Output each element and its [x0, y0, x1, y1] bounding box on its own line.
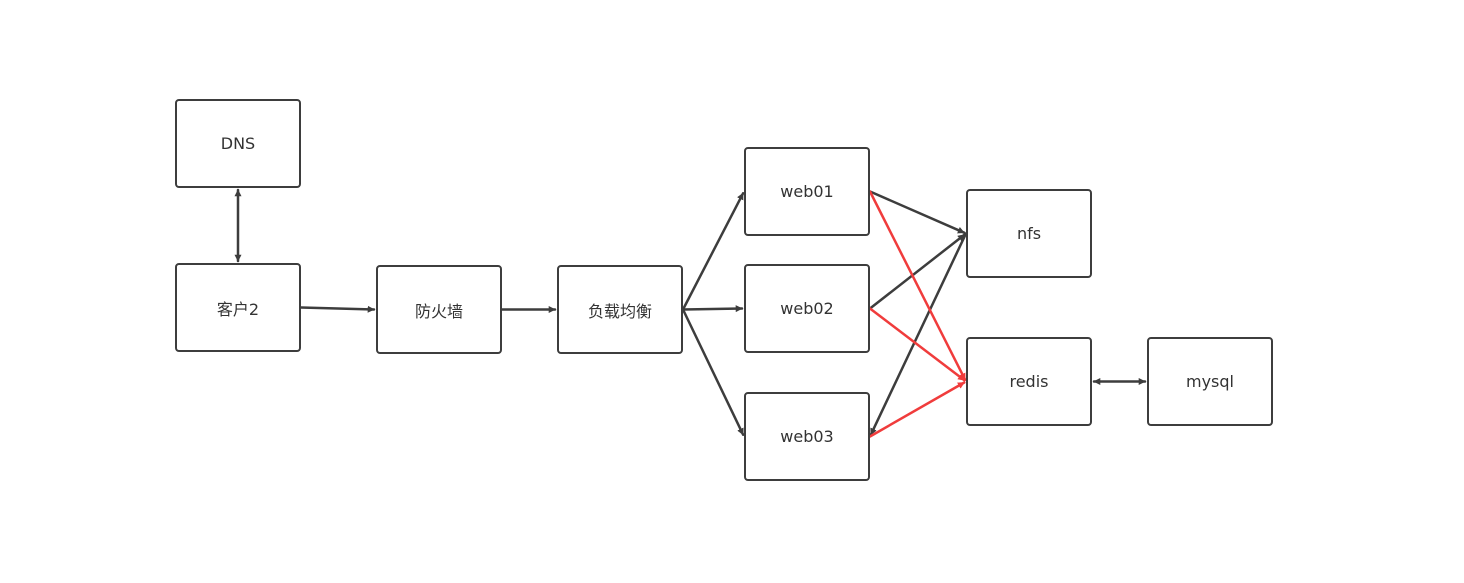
edge-load-balancer-to-web03 [681, 308, 745, 436]
web02-node[interactable]: web02 [744, 264, 870, 353]
edge-web02-to-redis [868, 307, 966, 382]
edge-nfs-to-web03 [869, 232, 968, 436]
nfs-node[interactable]: nfs [966, 189, 1092, 278]
web03-node-label: web03 [780, 427, 834, 446]
edge-client-to-firewall [299, 305, 376, 313]
web01-node[interactable]: web01 [744, 147, 870, 236]
dns-node-label: DNS [220, 134, 256, 153]
redis-node-label: redis [1009, 372, 1049, 391]
edge-load-balancer-to-web02 [681, 305, 744, 313]
firewall-node[interactable]: 防火墙 [376, 265, 502, 354]
load-balancer-node-label: 负载均衡 [587, 301, 652, 321]
edge-load-balancer-to-web01 [681, 192, 745, 311]
edge-web03-to-redis [868, 381, 966, 438]
mysql-node[interactable]: mysql [1147, 337, 1273, 426]
web03-node[interactable]: web03 [744, 392, 870, 481]
dns-node[interactable]: DNS [175, 99, 301, 188]
web02-node-label: web02 [780, 299, 834, 318]
firewall-node-label: 防火墙 [414, 301, 463, 321]
mysql-node-label: mysql [1186, 372, 1234, 391]
edge-web01-to-nfs [868, 190, 966, 234]
redis-node[interactable]: redis [966, 337, 1092, 426]
web01-node-label: web01 [780, 182, 834, 201]
client-node-label: 客户2 [216, 299, 260, 319]
edge-web01-to-redis [868, 190, 967, 381]
client-node[interactable]: 客户2 [175, 263, 301, 352]
edge-web02-to-nfs [868, 233, 966, 310]
load-balancer-node[interactable]: 负载均衡 [557, 265, 683, 354]
nfs-node-label: nfs [1016, 224, 1042, 243]
